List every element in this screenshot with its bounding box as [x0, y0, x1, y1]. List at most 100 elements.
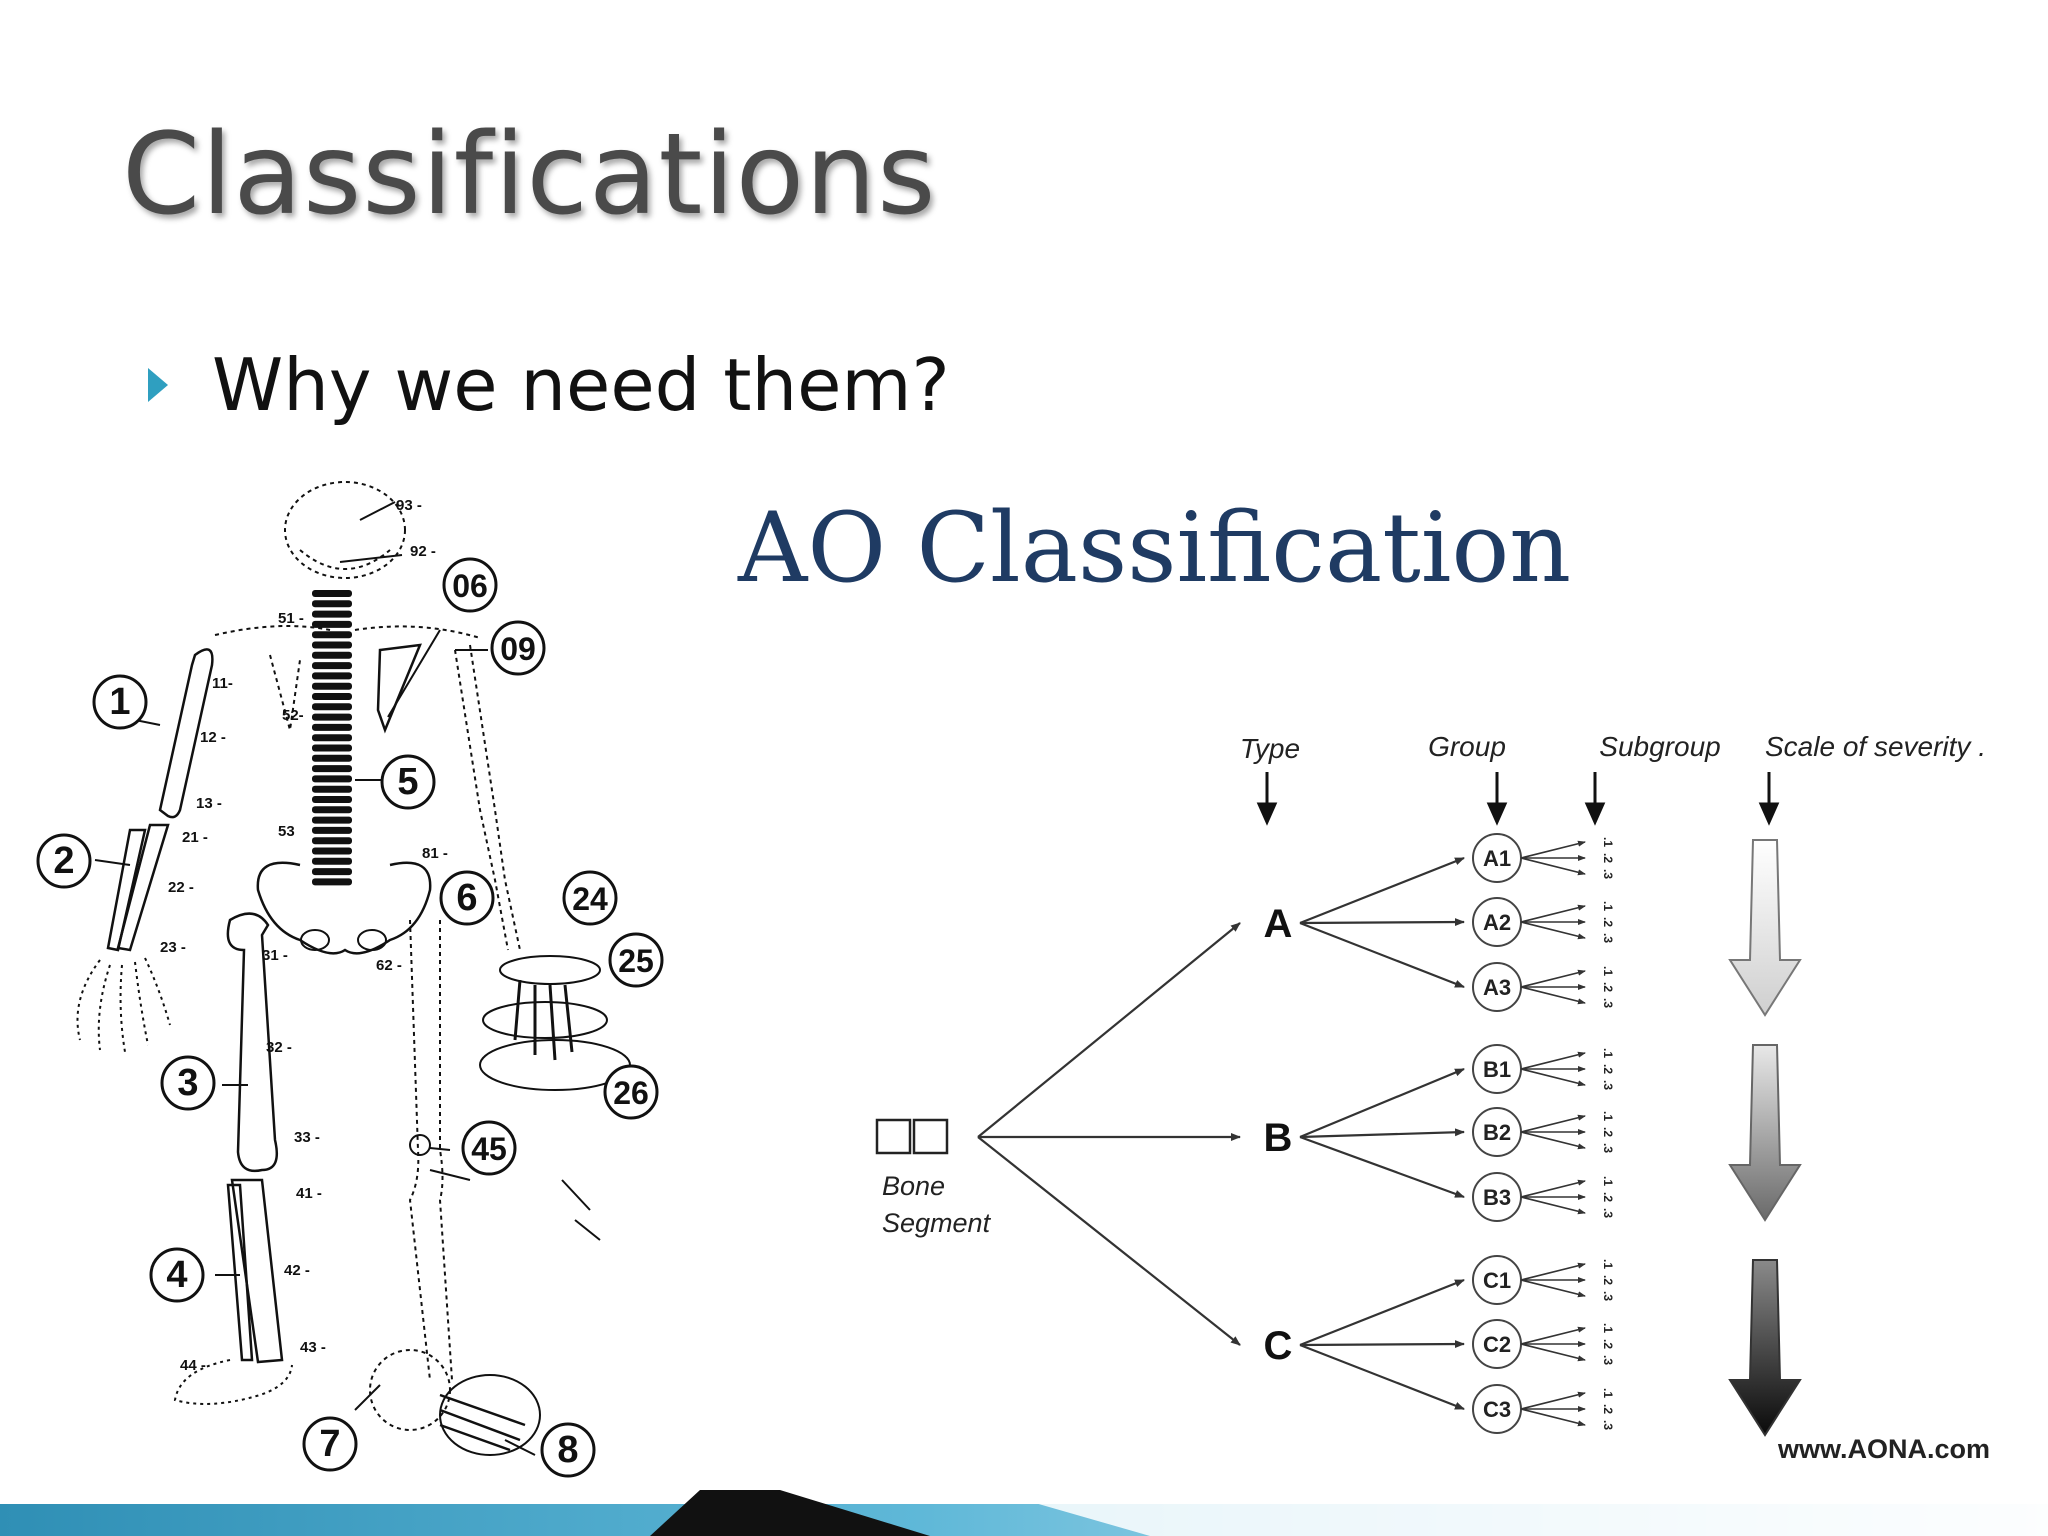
bone-segment-code: 33 -	[294, 1129, 320, 1146]
bullet-text: Why we need them?	[212, 343, 950, 427]
label-circle	[490, 620, 546, 676]
bone-segment-code: 13 -	[196, 795, 222, 812]
header-group: Group	[1428, 731, 1506, 762]
subgroup-tick: .1	[1601, 1176, 1615, 1186]
bone-segment-box-2	[912, 1118, 949, 1155]
vertebra	[312, 806, 352, 814]
header-type: Type	[1240, 733, 1300, 764]
vertebra	[312, 796, 352, 803]
subgroup-tick: .2	[1601, 1127, 1615, 1137]
vertebra	[312, 693, 352, 700]
label-circle	[36, 833, 92, 889]
vertebra	[312, 610, 352, 618]
subgroup-tick: .1	[1601, 1048, 1615, 1058]
vertebra	[312, 600, 352, 608]
vertebra	[312, 651, 352, 659]
vertebra	[312, 775, 352, 783]
vertebra	[312, 785, 352, 793]
bone-region-number: 8	[557, 1429, 578, 1471]
label-circle	[160, 1055, 216, 1111]
subgroup-tick: .2	[1601, 917, 1615, 927]
vertebra	[312, 837, 352, 845]
vertebra	[312, 631, 352, 639]
type-label: C	[1264, 1324, 1293, 1368]
label-circle	[439, 870, 495, 926]
vertebra	[312, 826, 352, 834]
bone-region-number: 26	[613, 1075, 649, 1111]
subgroup-tick: .3	[1601, 1291, 1615, 1301]
bone-segment-code: 44 -	[180, 1357, 206, 1374]
subgroup-tick: .1	[1601, 966, 1615, 976]
bone-segment-code: 31 -	[262, 947, 288, 964]
vertebra	[312, 641, 352, 649]
header-subgroup: Subgroup	[1599, 731, 1720, 762]
bone-region-label: 26	[603, 1064, 659, 1120]
vertebra	[312, 620, 352, 628]
label-circle	[302, 1416, 358, 1472]
subgroup-tick: .2	[1601, 1275, 1615, 1285]
subgroup-tick: .2	[1601, 1064, 1615, 1074]
segment-label: Segment	[882, 1208, 992, 1238]
subgroup-tick: .1	[1601, 1111, 1615, 1121]
source-credit: www.AONA.com	[1777, 1434, 1990, 1464]
label-circle	[442, 557, 498, 613]
group-node: A3	[1472, 962, 1522, 1012]
group-label: C2	[1483, 1332, 1511, 1357]
subgroup-tick: .3	[1601, 1080, 1615, 1090]
group-label: A2	[1483, 910, 1511, 935]
bone-region-label: 5	[380, 754, 436, 810]
bone-segment-code: 42 -	[284, 1262, 310, 1279]
femur-shape	[226, 912, 279, 1173]
bone-segment-code: 21 -	[182, 829, 208, 846]
vertebra	[312, 713, 352, 721]
bone-segment-code: 62 -	[376, 957, 402, 974]
group-node: C2	[1472, 1319, 1522, 1369]
vertebra	[312, 816, 352, 824]
vertebra	[312, 878, 352, 886]
vertebra	[312, 847, 352, 855]
subgroup-tick: .2	[1601, 982, 1615, 992]
subgroup-tick: .2	[1601, 1192, 1615, 1202]
vertebral-column	[312, 590, 352, 886]
pelvis-shape	[256, 861, 432, 955]
severity-arrow-dark	[1728, 1259, 1802, 1437]
bone-region-label: 6	[439, 870, 495, 926]
label-circle	[92, 674, 148, 730]
bullet-item: Why we need them?	[148, 340, 950, 430]
bone-region-label: 4	[149, 1247, 205, 1303]
label-circle	[608, 932, 664, 988]
ao-title: AO Classification	[738, 492, 1572, 604]
bone-region-number: 45	[471, 1131, 507, 1167]
bone-segment-code: 93 -	[396, 497, 422, 514]
type-label: A	[1264, 902, 1293, 946]
vertebra	[312, 672, 352, 680]
vertebra	[312, 857, 352, 865]
group-node: B1	[1472, 1044, 1522, 1094]
bone-segment-code: 43 -	[300, 1339, 326, 1356]
vertebra	[312, 662, 352, 670]
subgroup-tick: .2	[1601, 1339, 1615, 1349]
bone-segment-code: 92 -	[410, 543, 436, 560]
subgroup-tick: .2	[1601, 853, 1615, 863]
bone-segment-code: 23 -	[160, 939, 186, 956]
bone-segment-code: 51 -	[278, 610, 304, 627]
subgroup-tick: .3	[1601, 998, 1615, 1008]
bone-region-label: 09	[490, 620, 546, 676]
subgroup-tick: .3	[1601, 1420, 1615, 1430]
subgroup-tick: .1	[1601, 1388, 1615, 1398]
bone-region-label: 1	[92, 674, 148, 730]
bone-segment-box-1	[875, 1118, 912, 1155]
bone-segment-code: 41 -	[296, 1185, 322, 1202]
group-label: A3	[1483, 975, 1511, 1000]
header-arrows	[1256, 772, 1780, 826]
footer-band	[0, 1490, 2048, 1536]
label-circle	[380, 754, 436, 810]
bone-region-number: 25	[618, 943, 654, 979]
bone-segment-code: 81 -	[422, 845, 448, 862]
bone-region-label: 45	[461, 1120, 517, 1176]
bone-region-label: 25	[608, 932, 664, 988]
vertebra	[312, 868, 352, 876]
subgroup-tick: .1	[1601, 837, 1615, 847]
label-circle	[461, 1120, 517, 1176]
